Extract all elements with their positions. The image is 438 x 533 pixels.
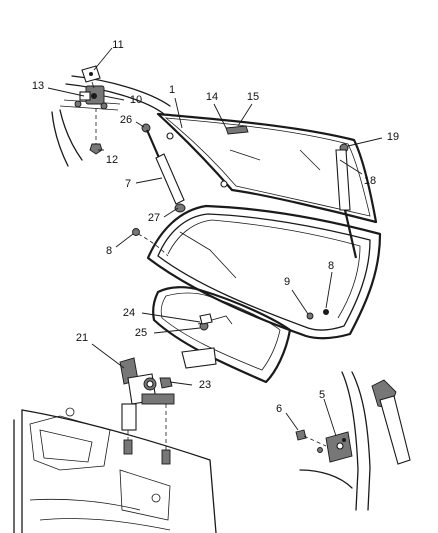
liftgate-strut-left [141, 123, 186, 213]
callout-14: 14 [205, 91, 219, 103]
callout-27: 27 [147, 212, 161, 224]
leader-lines [47, 47, 383, 437]
callout-6: 6 [275, 403, 283, 415]
callout-8-right: 8 [327, 260, 335, 272]
callout-13: 13 [31, 80, 45, 92]
latch-assembly-lower [13, 357, 217, 533]
liftgate-opening-frame [132, 204, 382, 340]
callout-11: 11 [112, 39, 124, 51]
callout-12: 12 [105, 154, 119, 166]
callout-7: 7 [124, 178, 132, 190]
callout-21: 21 [75, 332, 89, 344]
hinge-assembly [51, 65, 171, 167]
hinge-assembly-lower [295, 371, 411, 511]
callout-10: 10 [129, 94, 143, 106]
callout-18: 18 [363, 175, 377, 187]
latch-plate [152, 286, 292, 384]
callout-15: 15 [246, 91, 260, 103]
callout-19: 19 [386, 131, 400, 143]
callout-8-left: 8 [105, 245, 113, 257]
callout-5: 5 [318, 389, 326, 401]
callout-25: 25 [134, 327, 148, 339]
callout-26: 26 [119, 114, 133, 126]
callout-23: 23 [198, 379, 212, 391]
callout-1: 1 [168, 84, 176, 96]
callout-9: 9 [283, 276, 291, 288]
liftgate-strut-right [335, 143, 358, 259]
callout-24: 24 [122, 307, 136, 319]
liftgate-glass [156, 112, 378, 224]
